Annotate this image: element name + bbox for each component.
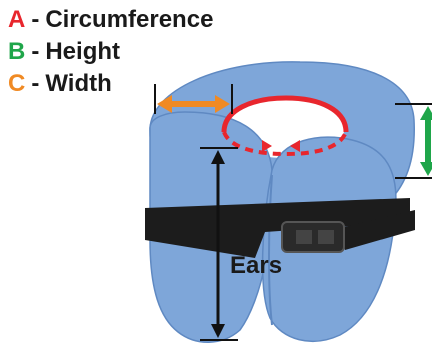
buckle-slot (318, 230, 334, 244)
buckle-icon (282, 222, 344, 252)
ears-label: Ears (230, 252, 282, 280)
height-arrowhead-top (420, 106, 432, 120)
height-arrowhead-bottom (420, 162, 432, 176)
buckle-slot (296, 230, 312, 244)
